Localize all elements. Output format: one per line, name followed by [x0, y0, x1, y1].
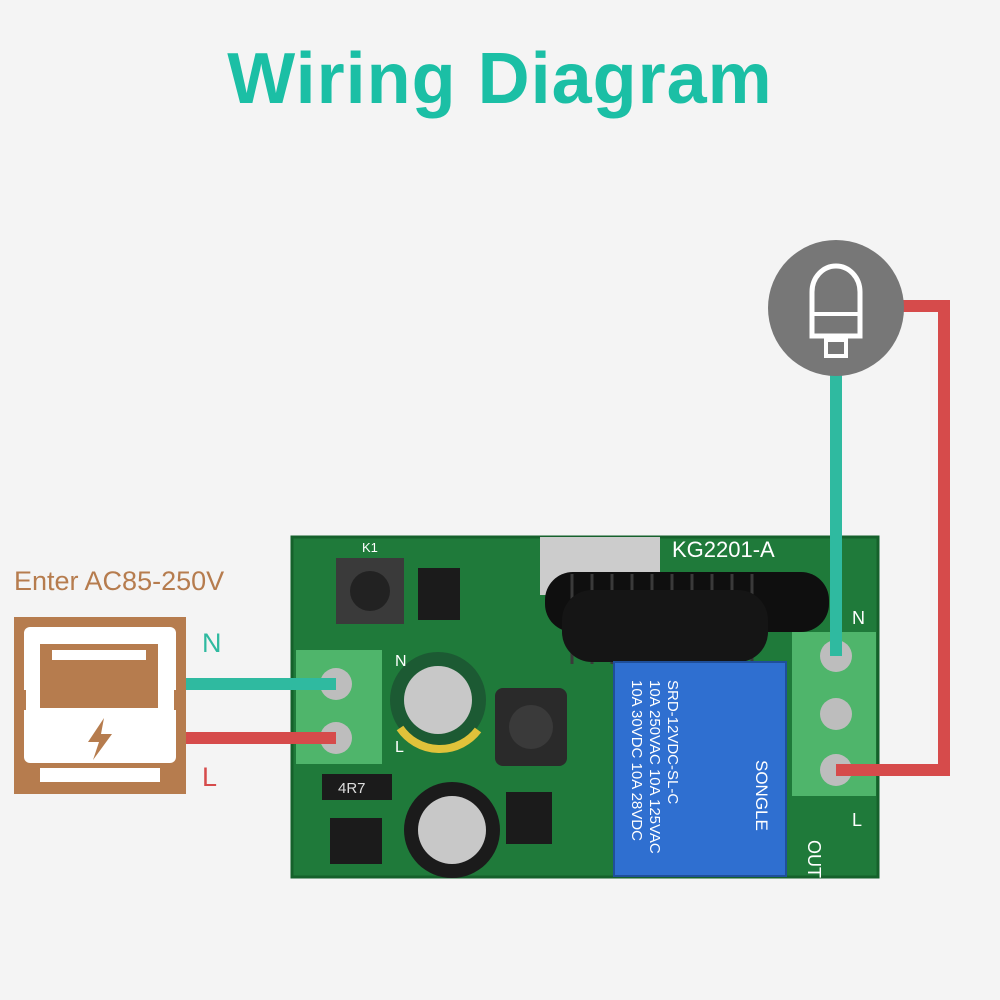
- live-load-wire: [836, 300, 950, 776]
- resistor: [322, 774, 392, 800]
- neutral-wire-label: N: [202, 628, 222, 658]
- light-bulb-icon: [768, 240, 904, 376]
- relay-brand: SONGLE: [752, 760, 771, 831]
- input-terminal-block: N L: [296, 650, 407, 764]
- antenna-coil: [545, 572, 829, 664]
- relay-spec-line-3: SRD-12VDC-SL-C: [664, 680, 681, 804]
- output-terminal-n: N: [852, 608, 865, 628]
- page-title: Wiring Diagram: [227, 39, 773, 119]
- output-terminal-out: OUT: [804, 840, 824, 878]
- capacitor: [404, 782, 500, 878]
- output-terminal-block: N L OUT: [792, 608, 876, 878]
- board-model-label: KG2201-A: [672, 537, 775, 562]
- input-terminal-n: N: [395, 653, 407, 670]
- resistor-label: 4R7: [338, 780, 366, 797]
- live-wire-label: L: [202, 762, 218, 792]
- bridge-rectifier: [330, 818, 382, 864]
- relay-spec-line-2: 10A 30VDC 10A 28VDC: [628, 680, 645, 841]
- ic-chip: [506, 792, 552, 844]
- input-terminal-l: L: [395, 739, 404, 756]
- input-voltage-label: Enter AC85-250V: [14, 566, 225, 596]
- relay-spec-line-1: 10A 250VAC 10A 125VAC: [646, 680, 663, 854]
- power-source-icon: [14, 617, 186, 794]
- capacitor: [390, 652, 486, 754]
- button-label: K1: [362, 540, 378, 555]
- relay-board: K1 4R7 KG2201-A: [290, 535, 880, 879]
- relay: 10A 250VAC 10A 125VAC 10A 30VDC 10A 28VD…: [613, 661, 787, 877]
- ic-chip: [418, 568, 460, 620]
- output-terminal-l: L: [852, 810, 862, 830]
